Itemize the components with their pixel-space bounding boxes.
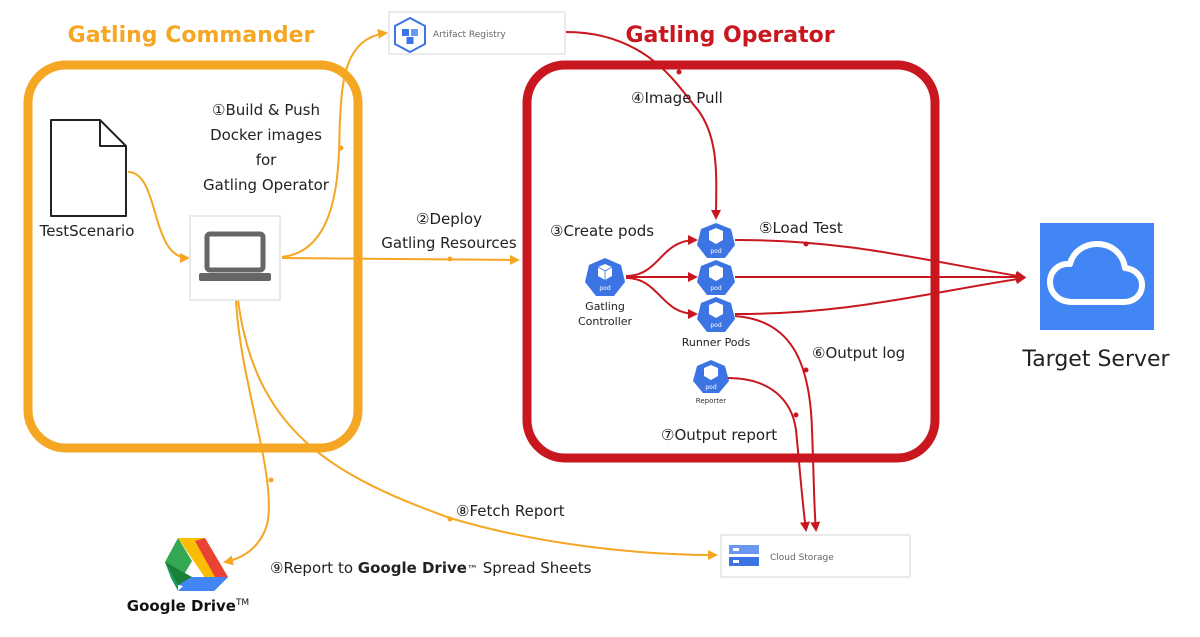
target-server-box <box>1040 223 1154 330</box>
google-drive-node: Google DriveTM <box>127 538 249 615</box>
step-build-push-line2: Docker images <box>210 126 322 144</box>
commander-group-box <box>23 60 363 453</box>
svg-text:pod: pod <box>705 384 716 391</box>
create-pod-arrow-3 <box>625 277 698 319</box>
reporter-node: pod Reporter <box>693 360 729 405</box>
load-test-arrow-3 <box>734 274 1026 315</box>
operator-group-title: Gatling Operator <box>625 23 834 48</box>
document-icon <box>50 119 127 217</box>
deploy-arrow <box>281 254 520 265</box>
step-image-pull: ④Image Pull <box>631 89 723 107</box>
step-build-push-line4: Gatling Operator <box>203 176 330 194</box>
step-fetch-report: ⑧Fetch Report <box>456 502 565 520</box>
runner-pod-icon-2: pod <box>697 260 735 295</box>
artifact-registry-label: Artifact Registry <box>433 30 506 40</box>
output-log-arrow <box>734 315 821 532</box>
step-output-log: ⑥Output log <box>812 344 905 362</box>
create-pod-arrow-1 <box>625 235 698 277</box>
svg-text:pod: pod <box>710 285 721 292</box>
cloud-storage-label: Cloud Storage <box>770 553 834 563</box>
laptop-node <box>189 215 281 301</box>
load-test-arrow-1 <box>734 239 1026 281</box>
gatling-controller-node: pod Gatling Controller <box>578 258 633 328</box>
artifact-registry-icon <box>394 16 426 54</box>
svg-text:pod: pod <box>710 322 721 329</box>
cloud-icon <box>1047 241 1145 305</box>
artifact-registry-node: Artifact Registry <box>388 11 566 55</box>
reporter-label: Reporter <box>696 397 727 405</box>
cloud-storage-node: Cloud Storage <box>720 534 911 578</box>
runner-pod-icon-3: pod <box>697 297 735 332</box>
commander-group-title: Gatling Commander <box>68 23 315 48</box>
target-server-label: Target Server <box>1021 347 1170 372</box>
build-push-arrow <box>281 29 388 258</box>
step-deploy-line1: ②Deploy <box>416 210 482 228</box>
step-output-report: ⑦Output report <box>661 426 777 444</box>
operator-group-box <box>522 60 940 463</box>
reporter-pod-icon: pod <box>693 360 729 393</box>
svg-text:pod: pod <box>599 285 610 292</box>
google-drive-icon <box>165 538 228 591</box>
step-build-push-line1: ①Build & Push <box>212 101 320 119</box>
image-pull-arrow <box>565 31 722 220</box>
runner-pods-node: pod pod pod Runner Pods <box>682 223 751 349</box>
step-build-push-line3: for <box>256 151 277 169</box>
test-scenario-label: TestScenario <box>39 222 135 240</box>
laptop-icon <box>199 231 271 281</box>
output-report-arrow <box>727 377 810 532</box>
step-load-test: ⑤Load Test <box>759 219 843 237</box>
scenario-to-laptop-arrow <box>127 171 190 263</box>
test-scenario-node: TestScenario <box>39 119 135 240</box>
gatling-controller-label-line2: Controller <box>578 315 633 328</box>
cloud-storage-icon <box>729 545 759 566</box>
report-drive-arrow <box>223 299 270 566</box>
svg-text:pod: pod <box>710 248 721 255</box>
step-report-drive: ⑨Report to Google Drive™ Spread Sheets <box>270 559 592 577</box>
target-server-node: Target Server <box>1021 223 1171 372</box>
runner-pod-icon-1: pod <box>697 223 735 258</box>
google-drive-label: Google DriveTM <box>127 597 249 615</box>
gatling-controller-label-line1: Gatling <box>585 300 625 313</box>
step-create-pods: ③Create pods <box>550 222 654 240</box>
controller-pod-icon: pod <box>585 258 625 296</box>
step-deploy-line2: Gatling Resources <box>381 234 517 252</box>
runner-pods-label: Runner Pods <box>682 336 751 349</box>
